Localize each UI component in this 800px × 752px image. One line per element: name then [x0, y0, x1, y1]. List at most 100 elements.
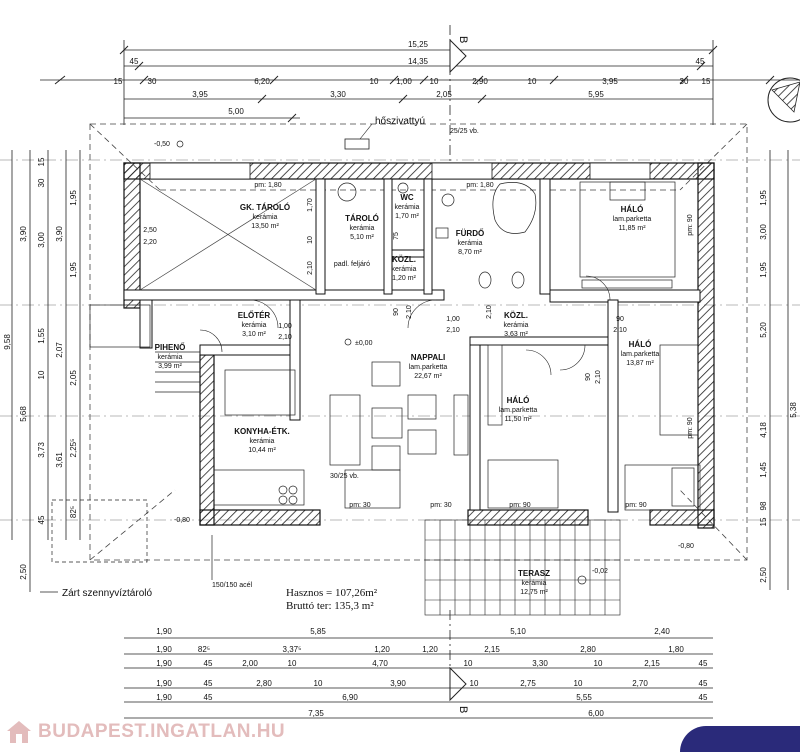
area-summary: Hasznos = 107,26m² Bruttó ter: 135,3 m²: [286, 587, 378, 612]
svg-text:2,20: 2,20: [143, 239, 157, 246]
room-label-garage: GK. TÁROLÓ kerámia 13,50 m²: [240, 203, 290, 230]
svg-text:15: 15: [759, 517, 768, 526]
svg-text:5,38: 5,38: [789, 402, 798, 418]
svg-text:1,80: 1,80: [668, 645, 684, 654]
svg-text:5,85: 5,85: [310, 627, 326, 636]
svg-text:3,95: 3,95: [192, 90, 208, 99]
svg-text:2,75: 2,75: [520, 679, 536, 688]
svg-text:kerámia: kerámia: [522, 580, 547, 587]
svg-text:82⁵: 82⁵: [198, 645, 210, 654]
door-swings: [199, 275, 611, 376]
svg-text:3,00: 3,00: [759, 224, 768, 240]
svg-text:30: 30: [37, 178, 46, 187]
svg-text:13,87 m²: 13,87 m²: [626, 360, 654, 367]
room-label-living: NAPPALI lam.parketta 22,67 m²: [409, 353, 448, 380]
svg-text:-0,50: -0,50: [154, 141, 170, 148]
svg-text:7,35: 7,35: [308, 709, 324, 718]
left-dimension-lines: [11, 150, 81, 592]
svg-text:kerámia: kerámia: [350, 225, 375, 232]
svg-text:10,44 m²: 10,44 m²: [248, 447, 276, 454]
svg-text:3,73: 3,73: [37, 442, 46, 458]
svg-text:1,20: 1,20: [374, 645, 390, 654]
svg-text:1,95: 1,95: [69, 262, 78, 278]
svg-text:lam.parketta: lam.parketta: [409, 364, 448, 371]
svg-text:2,00: 2,00: [242, 659, 258, 668]
svg-text:kerámia: kerámia: [458, 240, 483, 247]
svg-text:8,70 m²: 8,70 m²: [458, 249, 482, 256]
room-label-kitchen: KONYHA-ÉTK. kerámia 10,44 m²: [234, 427, 290, 454]
interior-walls: [123, 178, 701, 513]
bottom-dim-row3: 1,90 45 2,00 10 4,70 10 3,30 10 2,15 45: [156, 659, 708, 668]
svg-text:3,10 m²: 3,10 m²: [242, 331, 266, 338]
svg-text:45: 45: [204, 659, 213, 668]
room-label-corridor: KÖZL. kerámia 3,63 m²: [504, 311, 529, 338]
svg-text:3,99 m²: 3,99 m²: [158, 363, 182, 370]
vb-living-label: 30/25 vb.: [330, 473, 359, 480]
svg-text:FÜRDŐ: FÜRDŐ: [456, 229, 484, 238]
svg-text:2,25⁵: 2,25⁵: [69, 439, 78, 458]
furniture: [89, 181, 701, 511]
bottom-dim-row5: 1,90 45 6,90 5,55 45: [156, 693, 708, 702]
svg-text:13,50 m²: 13,50 m²: [251, 223, 279, 230]
svg-text:1,70 m²: 1,70 m²: [395, 213, 419, 220]
svg-text:1,20: 1,20: [422, 645, 438, 654]
svg-text:4,18: 4,18: [759, 422, 768, 438]
svg-text:3,37⁵: 3,37⁵: [283, 645, 302, 654]
svg-text:10: 10: [464, 659, 473, 668]
svg-text:Hasznos = 107,26m²: Hasznos = 107,26m²: [286, 587, 378, 599]
svg-text:98: 98: [759, 501, 768, 510]
svg-text:1,95: 1,95: [759, 262, 768, 278]
watermark-text: BUDAPEST.INGATLAN.HU: [38, 721, 286, 742]
svg-text:2,10: 2,10: [446, 327, 460, 334]
svg-text:5,20: 5,20: [759, 322, 768, 338]
svg-text:KÖZL.: KÖZL.: [504, 311, 528, 320]
svg-text:15: 15: [114, 77, 123, 86]
room-label-corridor-small: KÖZL. kerámia 1,20 m²: [392, 255, 417, 282]
room-label-landing: PIHENŐ kerámia 3,99 m²: [155, 343, 186, 370]
svg-text:1,95: 1,95: [69, 190, 78, 206]
svg-text:45: 45: [699, 693, 708, 702]
svg-text:45: 45: [699, 659, 708, 668]
svg-text:kerámia: kerámia: [250, 438, 275, 445]
svg-text:GK. TÁROLÓ: GK. TÁROLÓ: [240, 203, 290, 212]
house-logo-icon: [7, 721, 31, 743]
room-label-bathroom: FÜRDŐ kerámia 8,70 m²: [456, 229, 484, 256]
svg-text:2,10: 2,10: [406, 305, 413, 319]
svg-text:pm: 1,80: pm: 1,80: [254, 182, 281, 189]
svg-text:9,58: 9,58: [3, 334, 12, 350]
top-wall-windows: [149, 162, 651, 180]
svg-text:10: 10: [370, 77, 379, 86]
svg-text:1,90: 1,90: [156, 659, 172, 668]
septic-tank-label: Zárt szennyvíztároló: [62, 588, 152, 599]
svg-text:padl. feljáró: padl. feljáró: [334, 261, 370, 268]
svg-text:5,10 m²: 5,10 m²: [350, 234, 374, 241]
svg-text:2,05: 2,05: [69, 370, 78, 386]
svg-text:3,61: 3,61: [55, 452, 64, 468]
svg-text:1,00: 1,00: [396, 77, 412, 86]
svg-text:30: 30: [148, 77, 157, 86]
svg-text:2,10: 2,10: [595, 370, 602, 384]
svg-text:2,15: 2,15: [484, 645, 500, 654]
room-label-storage: TÁROLÓ kerámia 5,10 m²: [345, 214, 379, 241]
svg-text:30: 30: [680, 77, 689, 86]
svg-text:B: B: [457, 36, 469, 43]
svg-text:2,50: 2,50: [19, 564, 28, 580]
svg-text:2,10: 2,10: [613, 327, 627, 334]
svg-text:10: 10: [37, 370, 46, 379]
svg-text:3,00: 3,00: [37, 232, 46, 248]
svg-text:45: 45: [204, 679, 213, 688]
svg-text:HÁLÓ: HÁLÓ: [507, 396, 530, 405]
svg-text:1,00: 1,00: [278, 323, 292, 330]
level-marker-main: ±0,00: [344, 338, 373, 347]
right-dimension-lines: [769, 150, 789, 590]
svg-text:5,55: 5,55: [576, 693, 592, 702]
bottom-dim-row4: 1,90 45 2,80 10 3,90 10 2,75 10 2,70 45: [156, 679, 708, 688]
svg-text:3,30: 3,30: [330, 90, 346, 99]
room-label-bedroom-2: HÁLÓ lam.parketta 13,87 m²: [621, 340, 660, 367]
svg-text:6,20: 6,20: [254, 77, 270, 86]
svg-text:12,75 m²: 12,75 m²: [520, 589, 548, 596]
svg-text:KONYHA-ÉTK.: KONYHA-ÉTK.: [234, 427, 290, 436]
svg-text:10: 10: [528, 77, 537, 86]
opening-labels: pm: 1,80 pm: 1,80 pm: 30 pm: 30 pm: 90 p…: [143, 182, 694, 509]
watermark: BUDAPEST.INGATLAN.HU: [6, 718, 285, 746]
